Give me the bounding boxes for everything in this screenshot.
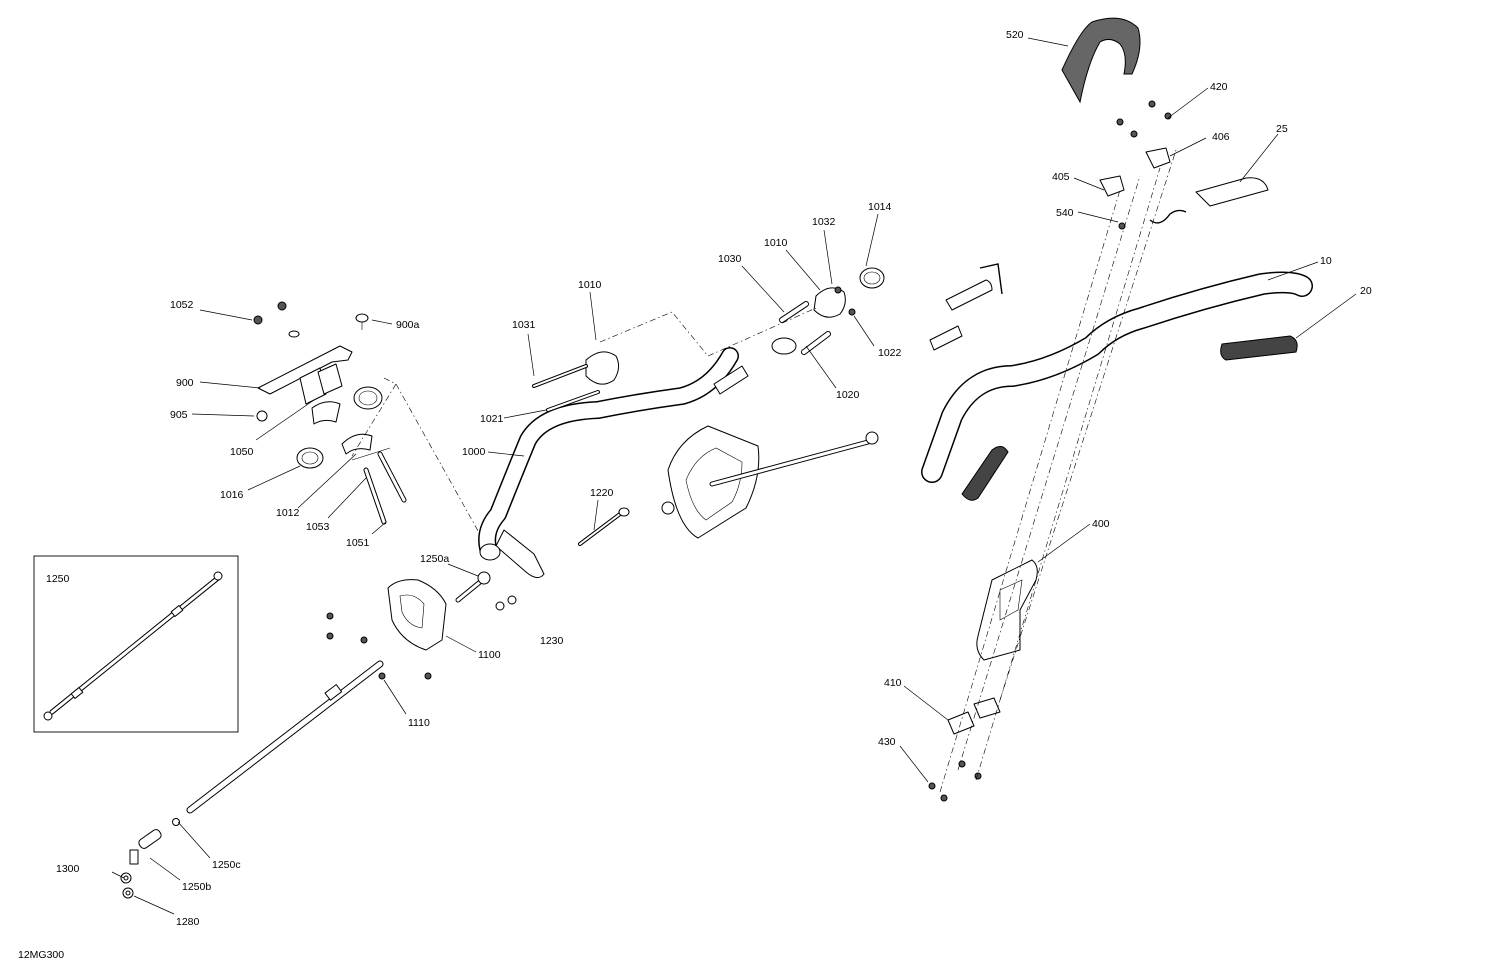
callout-1032: 1032 (812, 216, 836, 228)
callout-1050: 1050 (230, 446, 254, 458)
callout-labels: 520 420 406 25 405 540 10 20 400 410 430… (18, 29, 1372, 961)
right-grip-20 (1220, 335, 1298, 361)
handlebar-pad-520 (1061, 17, 1141, 104)
callout-1100: 1100 (478, 649, 501, 661)
callout-1052: 1052 (170, 299, 194, 311)
handlebar-10 (921, 17, 1313, 501)
leader-lines (111, 37, 1357, 915)
inset-frame (33, 555, 239, 733)
callout-900: 900 (176, 377, 194, 389)
callout-10: 10 (1320, 255, 1332, 267)
callout-1250a: 1250a (420, 553, 449, 565)
lower-cover-1100 (326, 571, 517, 680)
callout-540: 540 (1056, 207, 1074, 219)
callout-1031: 1031 (512, 319, 536, 331)
callout-1110: 1110 (408, 717, 430, 729)
callout-1300: 1300 (56, 863, 80, 875)
clamp-assembly (253, 301, 483, 539)
callout-905: 905 (170, 409, 188, 421)
inset-tie-rod-1250 (33, 555, 239, 733)
callout-20: 20 (1360, 285, 1372, 297)
callout-25: 25 (1276, 123, 1288, 135)
callout-1220: 1220 (590, 487, 614, 499)
clamp-406 (1145, 147, 1171, 169)
callout-1230: 1230 (540, 635, 564, 647)
callout-520: 520 (1006, 29, 1024, 41)
riser-400 (928, 149, 1177, 802)
callout-1016: 1016 (220, 489, 244, 501)
callout-1250c: 1250c (212, 859, 241, 871)
throttle-lever-25 (1195, 177, 1269, 207)
callout-1014: 1014 (868, 201, 892, 213)
callout-900a: 900a (396, 319, 420, 331)
steering-column-1000 (478, 267, 885, 578)
callout-400: 400 (1092, 518, 1110, 530)
callout-410: 410 (884, 677, 902, 689)
callout-405: 405 (1052, 171, 1070, 183)
callout-1000: 1000 (462, 446, 486, 458)
drawing-id: 12MG300 (18, 949, 64, 961)
left-grip (961, 446, 1009, 501)
bracket-part (945, 279, 993, 311)
callout-1030: 1030 (718, 253, 742, 265)
callout-1250b: 1250b (182, 881, 211, 893)
callout-420: 420 (1210, 81, 1228, 93)
callout-430: 430 (878, 736, 896, 748)
callout-1020: 1020 (836, 389, 860, 401)
callout-1021: 1021 (480, 413, 504, 425)
callout-1022: 1022 (878, 347, 902, 359)
callout-1012: 1012 (276, 507, 300, 519)
callout-1051: 1051 (346, 537, 370, 549)
clamp-405 (1099, 175, 1125, 197)
callout-1053: 1053 (306, 521, 330, 533)
callout-1010-left: 1010 (578, 279, 602, 291)
tie-rod-assembly (120, 660, 384, 899)
inset-label-1250: 1250 (46, 573, 70, 585)
steering-gear-housing (578, 425, 879, 546)
callout-1010-right: 1010 (764, 237, 788, 249)
callout-406: 406 (1212, 131, 1230, 143)
callout-1280: 1280 (176, 916, 200, 928)
